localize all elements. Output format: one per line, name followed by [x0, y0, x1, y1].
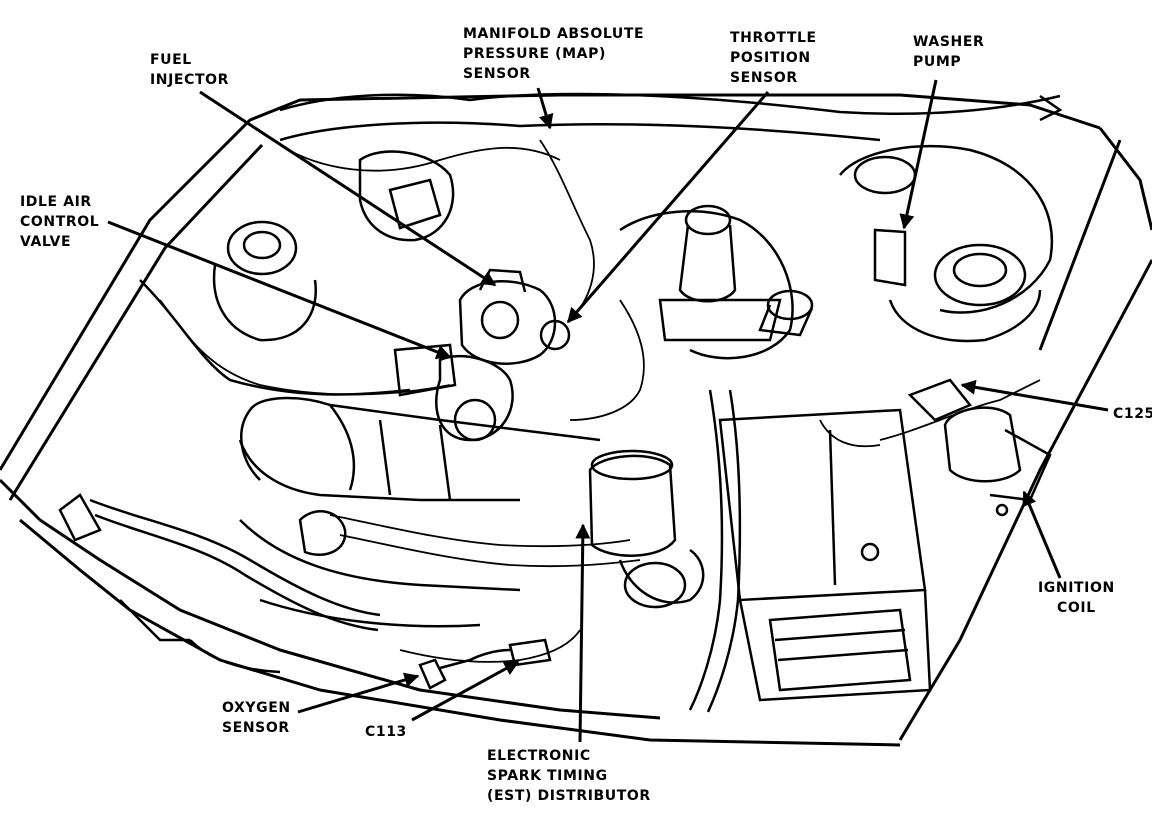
leader-washer-pump — [899, 79, 938, 230]
label-fuel-injector: FUEL INJECTOR — [150, 50, 229, 90]
firewall-cowl — [279, 92, 1063, 142]
label-throttle-position-sensor: THROTTLE POSITION SENSOR — [730, 28, 817, 88]
battery — [718, 408, 932, 702]
leader-ignition-coil — [1022, 490, 1062, 579]
label-map-sensor: MANIFOLD ABSOLUTE PRESSURE (MAP) SENSOR — [463, 24, 644, 84]
leader-est-distributor — [575, 523, 591, 743]
label-c125: C125 — [1113, 404, 1152, 424]
label-line: SENSOR — [463, 66, 531, 82]
label-line: IDLE AIR — [20, 194, 92, 210]
leader-fuel-injector — [199, 90, 497, 287]
label-line: WASHER — [913, 34, 985, 50]
label-line: POSITION — [730, 50, 811, 66]
leader-oxygen-sensor — [297, 672, 420, 714]
leader-c113 — [411, 660, 520, 722]
washer-reservoir — [839, 144, 1054, 343]
label-line: (EST) DISTRIBUTOR — [487, 788, 651, 804]
label-line: SENSOR — [730, 70, 798, 86]
label-ignition-coil: IGNITION COIL — [1038, 578, 1115, 618]
label-line: SENSOR — [222, 720, 290, 736]
leader-throttle-position — [566, 91, 770, 324]
label-line: ELECTRONIC — [487, 748, 591, 764]
label-line: OXYGEN — [222, 700, 291, 716]
label-line: C125 — [1113, 406, 1152, 422]
leader-idle-air-control — [107, 220, 452, 360]
distributor — [588, 449, 705, 609]
label-oxygen-sensor: OXYGEN SENSOR — [222, 698, 291, 738]
master-cylinder-reservoir — [658, 204, 814, 342]
callout-leader-lines — [107, 79, 1109, 743]
label-idle-air-control-valve: IDLE AIR CONTROL VALVE — [20, 192, 99, 252]
label-c113: C113 — [365, 722, 407, 742]
vehicle-body-outline — [0, 93, 1152, 747]
left-strut-tower — [212, 220, 317, 342]
oxygen-sensor-connector — [418, 638, 552, 690]
hoses-and-pipes — [58, 279, 742, 713]
engine-block — [238, 396, 601, 628]
label-line: THROTTLE — [730, 30, 817, 46]
label-est-distributor: ELECTRONIC SPARK TIMING (EST) DISTRIBUTO… — [487, 746, 651, 806]
label-line: COIL — [1057, 600, 1096, 616]
brake-booster — [358, 150, 794, 360]
label-line: SPARK TIMING — [487, 768, 608, 784]
leader-c125 — [960, 379, 1109, 412]
throttle-body-injection — [393, 268, 571, 442]
label-line: PRESSURE (MAP) — [463, 46, 606, 62]
label-line: FUEL — [150, 52, 192, 68]
label-line: PUMP — [913, 54, 962, 70]
label-line: MANIFOLD ABSOLUTE — [463, 26, 645, 42]
label-line: IGNITION — [1038, 580, 1115, 596]
label-washer-pump: WASHER PUMP — [913, 32, 984, 72]
label-line: CONTROL — [20, 214, 100, 230]
label-line: INJECTOR — [150, 72, 230, 88]
label-line: C113 — [365, 724, 407, 740]
leader-map-sensor — [536, 87, 554, 130]
label-line: VALVE — [20, 234, 72, 250]
